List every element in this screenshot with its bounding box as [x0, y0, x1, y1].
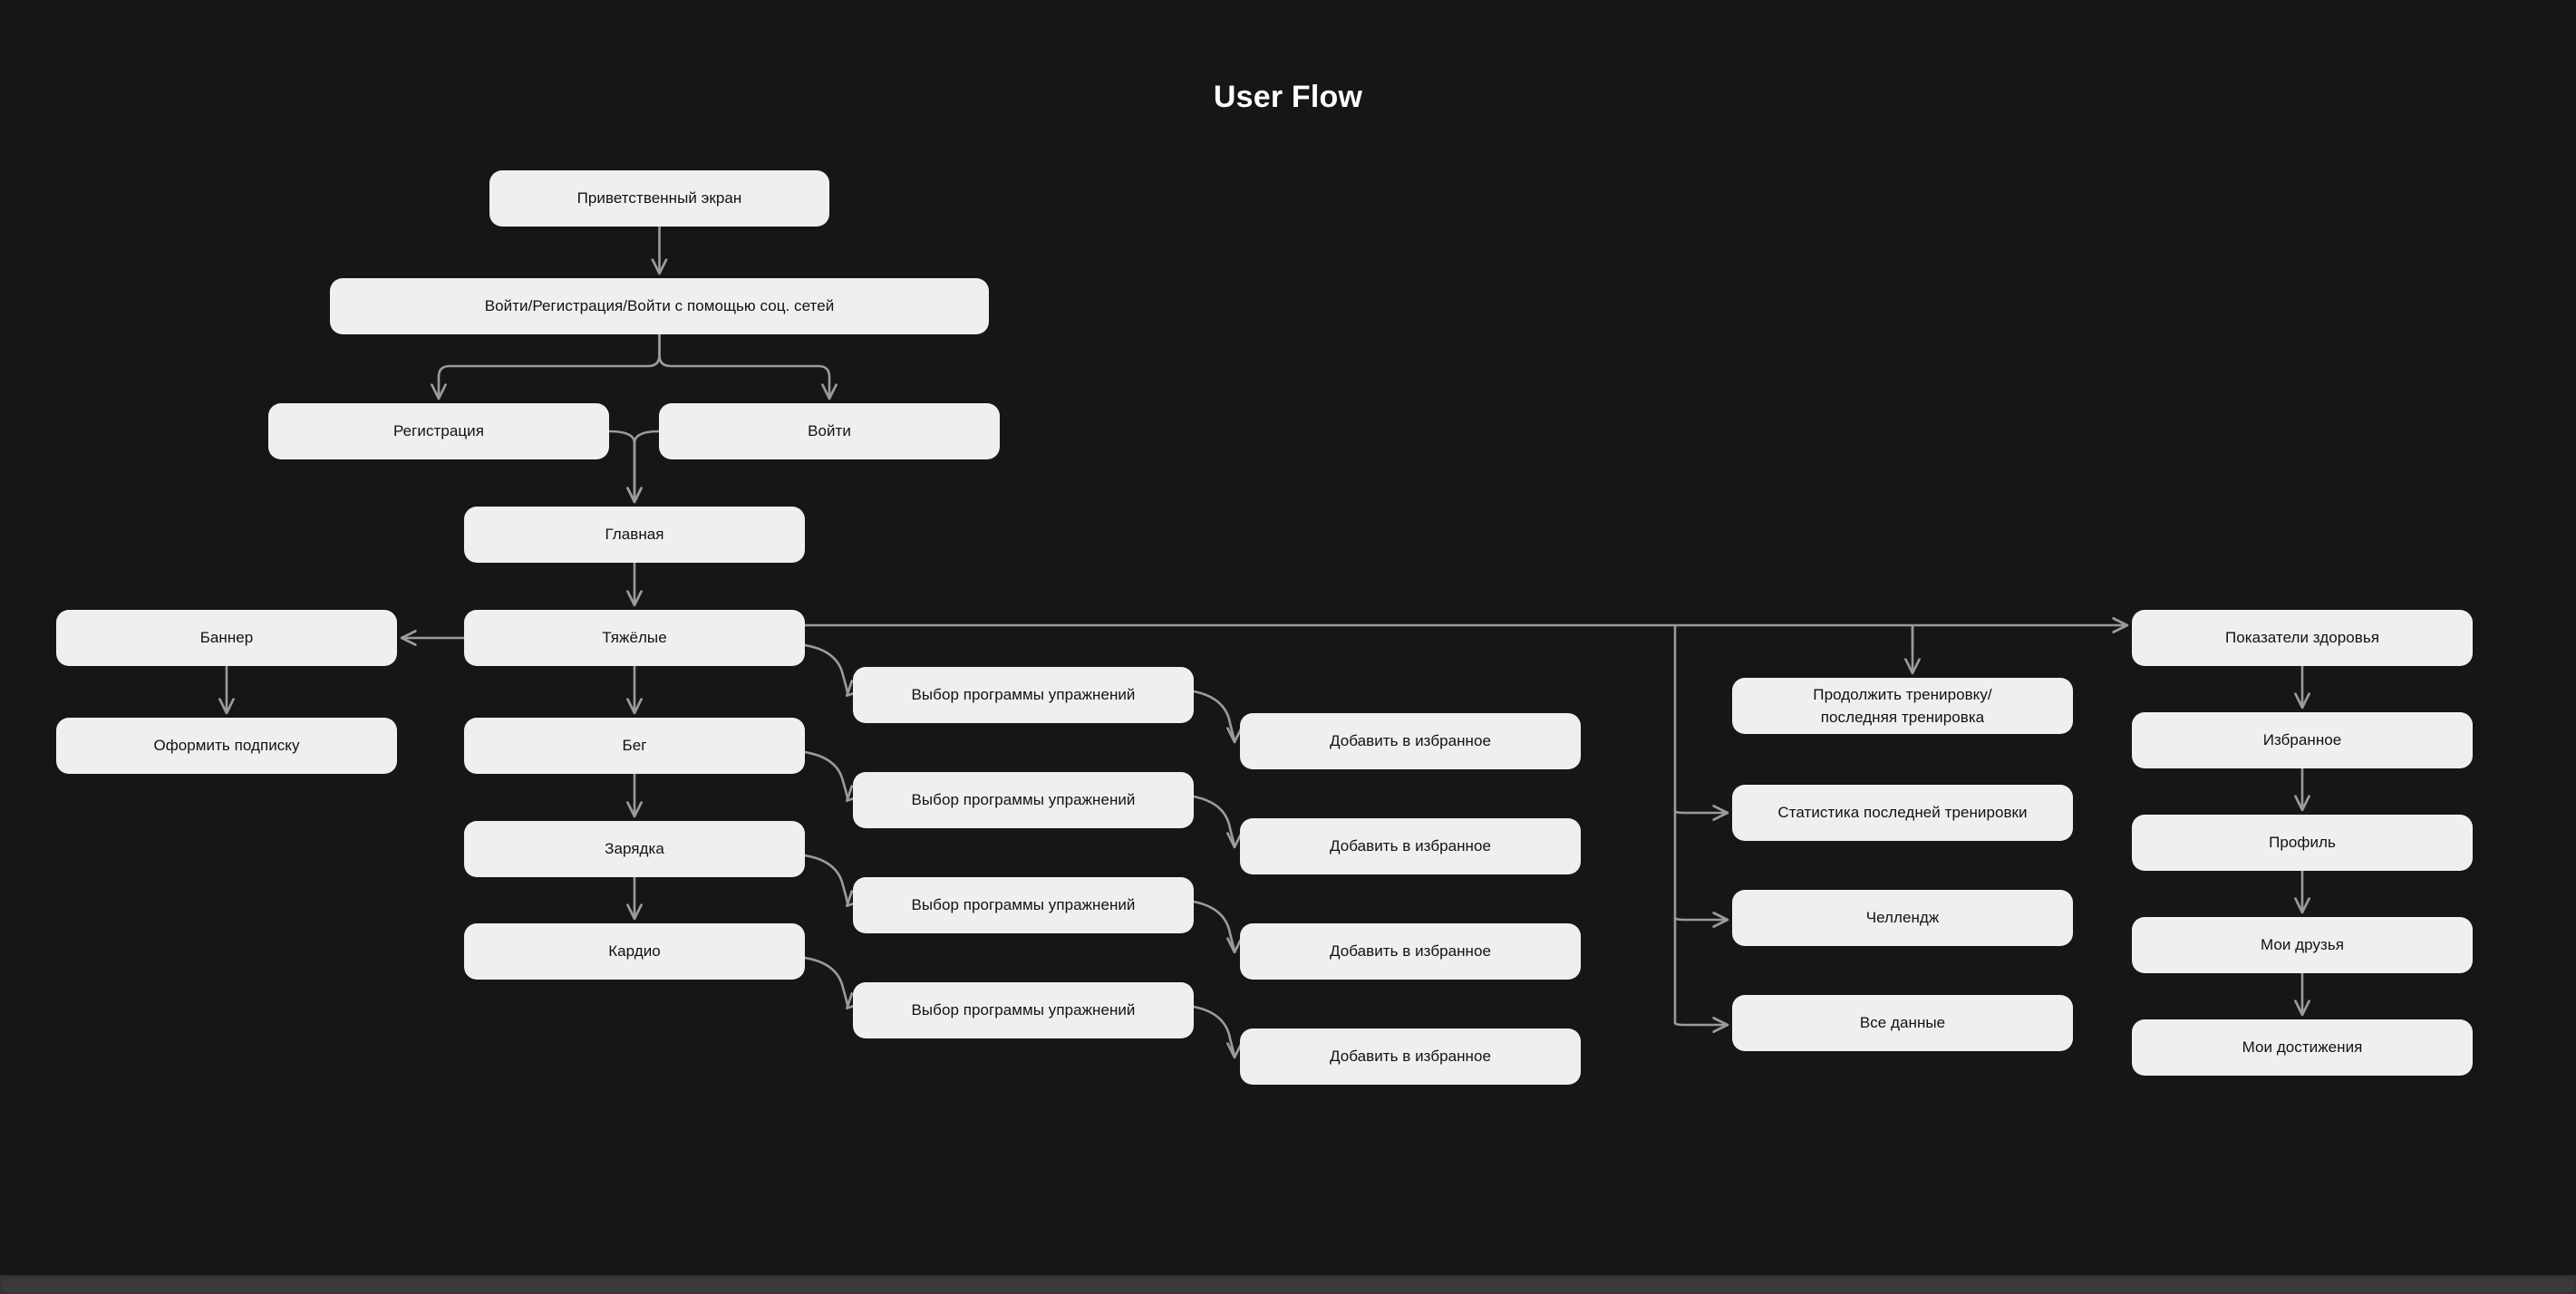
- flow-node-label: Показатели здоровья: [2225, 628, 2379, 646]
- flow-node-label: Бег: [622, 736, 647, 754]
- flow-node-label: Продолжить тренировку/последняя трениров…: [1813, 685, 1992, 727]
- flow-node-favorite2[interactable]: Добавить в избранное: [1240, 818, 1581, 874]
- flow-node-label: Все данные: [1859, 1013, 1946, 1031]
- flow-node-home[interactable]: Главная: [464, 507, 805, 563]
- flow-node-label: Выбор программы упражнений: [911, 790, 1136, 808]
- flow-node-register[interactable]: Регистрация: [268, 403, 609, 459]
- flow-node-label: Выбор программы упражнений: [911, 1000, 1136, 1019]
- flow-node-auth[interactable]: Войти/Регистрация/Войти с помощью соц. с…: [330, 278, 989, 334]
- flow-node-label: Добавить в избранное: [1329, 731, 1492, 749]
- flow-node-label: Баннер: [199, 628, 254, 646]
- flow-node-challenge[interactable]: Челлендж: [1732, 890, 2073, 946]
- flow-node-label: Приветственный экран: [576, 188, 742, 207]
- flow-node-subscribe[interactable]: Оформить подписку: [56, 718, 397, 774]
- flow-node-program2[interactable]: Выбор программы упражнений: [853, 772, 1194, 828]
- flow-node-cardio[interactable]: Кардио: [464, 923, 805, 980]
- flow-node-friends[interactable]: Мои друзья: [2132, 917, 2473, 973]
- flow-node-program1[interactable]: Выбор программы упражнений: [853, 667, 1194, 723]
- flow-node-continue[interactable]: Продолжить тренировку/последняя трениров…: [1732, 678, 2073, 734]
- flow-node-favorites[interactable]: Избранное: [2132, 712, 2473, 768]
- flow-node-health[interactable]: Показатели здоровья: [2132, 610, 2473, 666]
- flow-node-label: Войти: [808, 421, 851, 439]
- flow-node-login[interactable]: Войти: [659, 403, 1000, 459]
- flow-node-label: Добавить в избранное: [1329, 1047, 1492, 1065]
- flow-node-banner[interactable]: Баннер: [56, 610, 397, 666]
- flow-node-label: Добавить в избранное: [1329, 836, 1492, 855]
- flow-node-alldata[interactable]: Все данные: [1732, 995, 2073, 1051]
- flow-node-welcome[interactable]: Приветственный экран: [489, 170, 829, 227]
- flow-node-label: Добавить в избранное: [1329, 942, 1492, 960]
- flow-node-workout[interactable]: Зарядка: [464, 821, 805, 877]
- flow-node-label: Зарядка: [605, 839, 664, 857]
- flow-node-label: Кардио: [608, 942, 661, 960]
- horizontal-scrollbar-thumb[interactable]: [2, 1279, 2574, 1292]
- flow-node-label: Регистрация: [393, 421, 484, 439]
- flow-node-label: Челлендж: [1865, 908, 1940, 926]
- flow-node-label: Главная: [605, 525, 664, 543]
- flow-node-label: Мои достижения: [2242, 1038, 2363, 1056]
- flow-node-label: Мои друзья: [2260, 935, 2345, 953]
- flow-node-program3[interactable]: Выбор программы упражнений: [853, 877, 1194, 933]
- flow-node-profile[interactable]: Профиль: [2132, 815, 2473, 871]
- flow-node-label: Избранное: [2262, 730, 2342, 748]
- flow-node-achievements[interactable]: Мои достижения: [2132, 1019, 2473, 1076]
- flow-node-label: Выбор программы упражнений: [911, 685, 1136, 703]
- page-title: User Flow: [1213, 80, 1363, 114]
- flow-node-favorite4[interactable]: Добавить в избранное: [1240, 1028, 1581, 1085]
- flow-node-label: Войти/Регистрация/Войти с помощью соц. с…: [484, 296, 835, 314]
- flow-node-label: Профиль: [2269, 833, 2336, 851]
- flow-node-stats[interactable]: Статистика последней тренировки: [1732, 785, 2073, 841]
- flow-node-favorite1[interactable]: Добавить в избранное: [1240, 713, 1581, 769]
- flow-node-label: Тяжёлые: [602, 628, 667, 646]
- flow-node-heavy[interactable]: Тяжёлые: [464, 610, 805, 666]
- flow-node-label: Выбор программы упражнений: [911, 895, 1136, 913]
- flow-node-label: Статистика последней тренировки: [1777, 803, 2028, 821]
- flow-node-label: Оформить подписку: [153, 736, 300, 754]
- flow-node-program4[interactable]: Выбор программы упражнений: [853, 982, 1194, 1038]
- flow-node-running[interactable]: Бег: [464, 718, 805, 774]
- flow-node-favorite3[interactable]: Добавить в избранное: [1240, 923, 1581, 980]
- horizontal-scrollbar-track[interactable]: [0, 1275, 2576, 1294]
